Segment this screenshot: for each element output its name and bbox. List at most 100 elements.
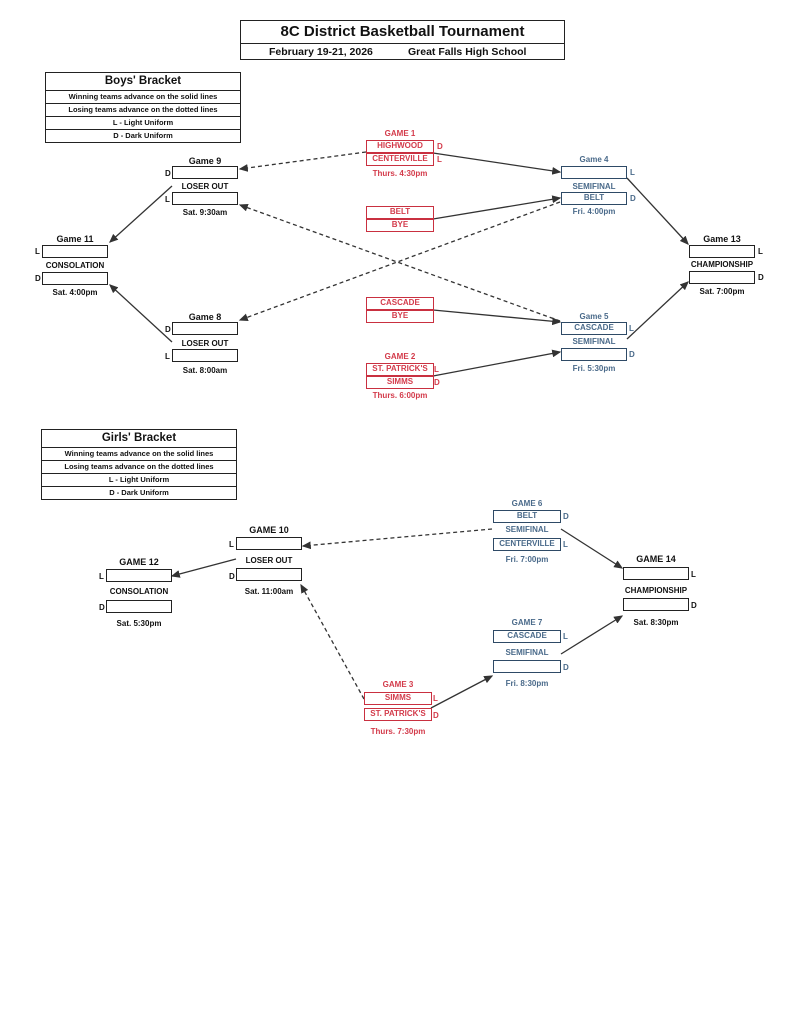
game7-round: SEMIFINAL — [505, 648, 549, 657]
game12-time: Sat. 5:30pm — [116, 619, 162, 628]
game11-top-uniform: L — [35, 247, 40, 256]
game8-slot-top — [172, 322, 238, 335]
legend-row: D - Dark Uniform — [113, 131, 173, 140]
game9-slot-bottom — [172, 192, 238, 205]
game4-time: Fri. 4:00pm — [572, 207, 616, 216]
game8-top-uniform: D — [165, 325, 171, 334]
game7-top-uniform: L — [563, 632, 568, 641]
game13-slot-bottom — [689, 271, 755, 284]
game5-label: Game 5 — [579, 312, 609, 321]
game6-bottom-uniform: L — [563, 540, 568, 549]
game6-time: Fri. 7:00pm — [505, 555, 549, 564]
game4-team2-slot: BELT — [561, 192, 627, 205]
game11-time: Sat. 4:00pm — [52, 288, 98, 297]
boys-legend: Boys' Bracket Winning teams advance on t… — [45, 72, 241, 143]
game11-slot-bottom — [42, 272, 108, 285]
tournament-dates: February 19-21, 2026 — [269, 46, 373, 58]
game5-bottom-uniform: D — [629, 350, 635, 359]
game11-round: CONSOLATION — [45, 261, 105, 270]
game14-time: Sat. 8:30pm — [633, 618, 679, 627]
tournament-venue: Great Falls High School — [408, 46, 527, 58]
game14-bottom-uniform: D — [691, 601, 697, 610]
game10-time: Sat. 11:00am — [244, 587, 294, 596]
game12-bottom-uniform: D — [99, 603, 105, 612]
bye2-team1-slot: CASCADE — [366, 297, 434, 310]
game11-slot-top — [42, 245, 108, 258]
game14-top-uniform: L — [691, 570, 696, 579]
game5-top-uniform: L — [629, 324, 634, 333]
game2-team1-uniform: L — [434, 365, 439, 374]
legend-row: Winning teams advance on the solid lines — [42, 448, 236, 461]
boys-legend-title: Boys' Bracket — [46, 73, 240, 91]
line-g9-to-g11 — [109, 185, 173, 243]
game5-team1-slot: CASCADE — [561, 322, 627, 335]
game14-slot-bottom — [623, 598, 689, 611]
game14-label: GAME 14 — [636, 554, 676, 564]
girls-legend-title: Girls' Bracket — [42, 430, 236, 448]
game10-slot-top — [236, 537, 302, 550]
game1-time: Thurs. 4:30pm — [372, 169, 428, 178]
game6-team2-slot: CENTERVILLE — [493, 538, 561, 551]
game9-time: Sat. 9:30am — [182, 208, 228, 217]
legend-row: Losing teams advance on the dotted lines — [46, 104, 240, 117]
game2-team2-uniform: D — [434, 378, 440, 387]
game8-slot-bottom — [172, 349, 238, 362]
game4-top-uniform: L — [630, 168, 635, 177]
line-g1-to-g4 — [432, 152, 562, 175]
game6-round: SEMIFINAL — [505, 525, 549, 534]
dotted-g6-to-g10 — [301, 528, 493, 550]
game3-team1-slot: SIMMS — [364, 692, 432, 705]
game4-label: Game 4 — [579, 155, 609, 164]
game13-label: Game 13 — [703, 234, 741, 244]
game5-round: SEMIFINAL — [572, 337, 616, 346]
game7-team1-slot: CASCADE — [493, 630, 561, 643]
line-g3-to-g7 — [430, 675, 494, 709]
game5-slot-bottom — [561, 348, 627, 361]
dotted-g5-to-g9 — [238, 203, 561, 322]
game10-slot-bottom — [236, 568, 302, 581]
game13-round: CHAMPIONSHIP — [690, 260, 754, 269]
game3-team2-slot: ST. PATRICK'S — [364, 708, 432, 721]
game13-time: Sat. 7:00pm — [699, 287, 745, 296]
game4-slot-top — [561, 166, 627, 179]
game9-top-uniform: D — [165, 169, 171, 178]
game10-bottom-uniform: D — [229, 572, 235, 581]
tournament-title: 8C District Basketball Tournament — [280, 23, 525, 40]
dotted-g4-to-g8 — [238, 201, 561, 321]
game1-label: GAME 1 — [384, 129, 416, 138]
game8-time: Sat. 8:00am — [182, 366, 228, 375]
dotted-g3-to-g10 — [300, 583, 365, 700]
line-g8-to-g11 — [109, 284, 173, 343]
game5-time: Fri. 5:30pm — [572, 364, 616, 373]
game7-label: GAME 7 — [511, 618, 543, 627]
game1-team2-uniform: L — [437, 155, 442, 164]
game12-slot-top — [106, 569, 172, 582]
game10-label: GAME 10 — [249, 525, 289, 535]
game7-bottom-uniform: D — [563, 663, 569, 672]
game6-label: GAME 6 — [511, 499, 543, 508]
game3-team2-uniform: D — [433, 711, 439, 720]
game11-label: Game 11 — [56, 234, 94, 244]
tournament-subtitle: February 19-21, 2026 Great Falls High Sc… — [241, 43, 564, 60]
game1-team2-slot: CENTERVILLE — [366, 153, 434, 166]
game12-slot-bottom — [106, 600, 172, 613]
game1-team1-uniform: D — [437, 142, 443, 151]
game7-slot-bottom — [493, 660, 561, 673]
game2-team1-slot: ST. PATRICK'S — [366, 363, 434, 376]
line-g5-to-g13 — [626, 281, 689, 340]
legend-row: Losing teams advance on the dotted lines — [42, 461, 236, 474]
bye1-team2-slot: BYE — [366, 219, 434, 232]
game11-bottom-uniform: D — [35, 274, 41, 283]
line-g6-to-g14 — [560, 528, 624, 569]
game10-round: LOSER OUT — [245, 556, 293, 565]
game3-time: Thurs. 7:30pm — [370, 727, 426, 736]
line-g4-to-g13 — [626, 177, 689, 245]
game9-bottom-uniform: L — [165, 195, 170, 204]
game2-team2-slot: SIMMS — [366, 376, 434, 389]
game2-time: Thurs. 6:00pm — [372, 391, 428, 400]
game3-label: GAME 3 — [382, 680, 414, 689]
game6-top-uniform: D — [563, 512, 569, 521]
line-g10-to-g12 — [170, 558, 237, 578]
game10-top-uniform: L — [229, 540, 234, 549]
